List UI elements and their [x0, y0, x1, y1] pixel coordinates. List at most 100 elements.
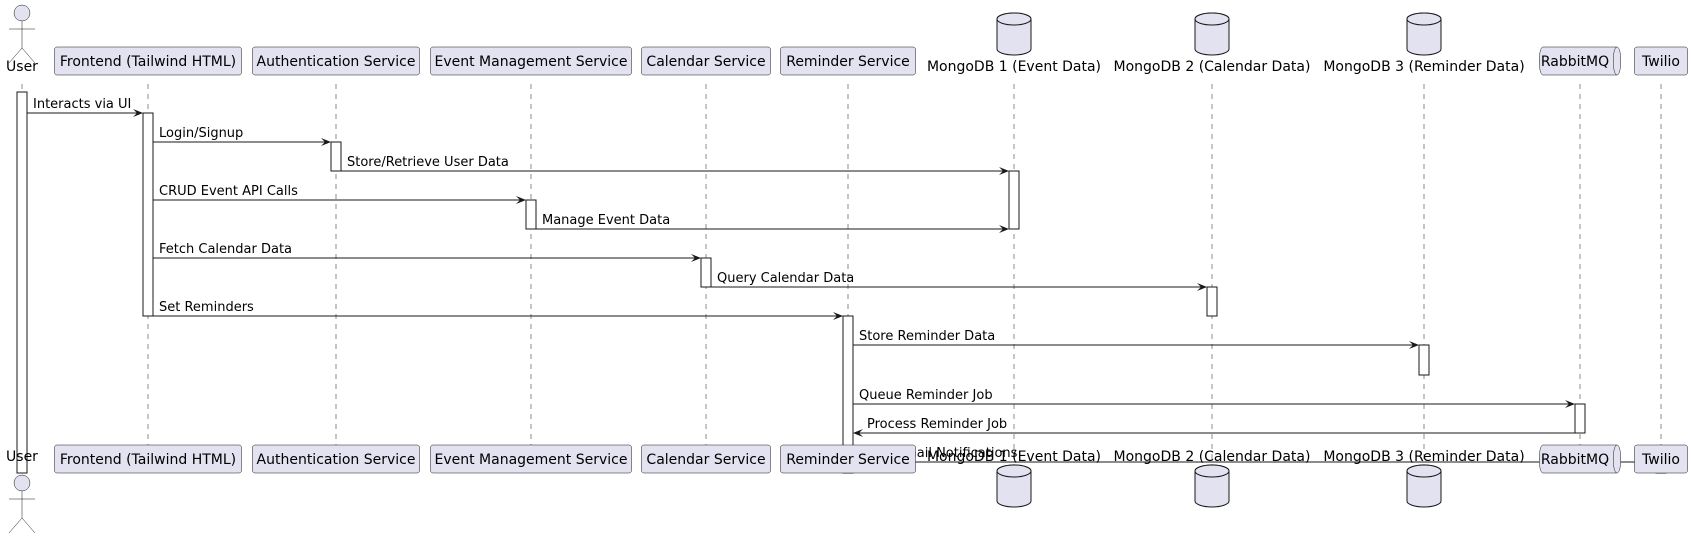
arrowhead [691, 254, 701, 262]
participant-calendar: Calendar Service [641, 444, 771, 474]
participant-label: Calendar Service [646, 452, 765, 468]
message-5: Manage Event Data [536, 213, 1009, 233]
participant-box [780, 444, 916, 474]
activation-rabbit [1574, 403, 1586, 434]
message-7: Query Calendar Data [711, 271, 1207, 291]
message-label: Queue Reminder Job [859, 388, 993, 403]
participant-user: User [6, 449, 38, 534]
participant-label: Event Management Service [435, 452, 628, 468]
participant-label: User [6, 449, 38, 465]
database-icon [996, 464, 1032, 508]
message-label: Store/Retrieve User Data [347, 155, 509, 170]
participant-rabbit: RabbitMQ [1539, 46, 1621, 76]
message-11: Process Reminder Job [853, 417, 1575, 437]
arrowhead [516, 196, 526, 204]
activation-mongo1 [1008, 170, 1020, 230]
message-label: CRUD Event API Calls [159, 184, 298, 199]
message-1: Interacts via UI [27, 97, 143, 117]
participant-label: RabbitMQ [1541, 54, 1609, 70]
activation-mongo2 [1206, 286, 1218, 317]
participant-label: Frontend (Tailwind HTML) [60, 54, 236, 70]
message-label: Process Reminder Job [867, 417, 1007, 432]
participant-label: MongoDB 3 (Reminder Data) [1323, 449, 1524, 465]
participant-calendar: Calendar Service [641, 46, 771, 76]
participant-events: Event Management Service [430, 444, 632, 474]
participant-box [1634, 46, 1688, 76]
message-label: Query Calendar Data [717, 271, 854, 286]
message-2: Login/Signup [153, 126, 331, 146]
participant-mongo3: MongoDB 3 (Reminder Data) [1323, 12, 1525, 75]
message-label: Manage Event Data [542, 213, 670, 228]
arrowhead [1197, 283, 1207, 291]
participant-rabbit: RabbitMQ [1539, 444, 1621, 474]
activation-user [16, 91, 28, 474]
participant-mongo2: MongoDB 2 (Calendar Data) [1114, 449, 1311, 508]
participant-box [54, 46, 242, 76]
arrowhead [1409, 341, 1419, 349]
participant-label: Reminder Service [786, 54, 910, 70]
participant-box [430, 46, 632, 76]
participant-user: User [6, 4, 38, 75]
participant-frontend: Frontend (Tailwind HTML) [54, 46, 242, 76]
database-icon [1406, 12, 1442, 56]
participant-mongo1: MongoDB 1 (Event Data) [927, 12, 1101, 75]
database-icon [1194, 12, 1230, 56]
participant-mongo2: MongoDB 2 (Calendar Data) [1114, 12, 1310, 75]
message-6: Fetch Calendar Data [153, 242, 701, 262]
participant-box [252, 46, 420, 76]
message-label: Interacts via UI [33, 97, 131, 112]
participants-bottom: User Frontend (Tailwind HTML) Authenticati… [6, 444, 1688, 534]
participant-label: Calendar Service [646, 54, 765, 70]
message-label: Set Reminders [159, 300, 254, 315]
message-label: Login/Signup [159, 126, 243, 141]
message-9: Store Reminder Data [853, 329, 1419, 349]
participant-label: Event Management Service [435, 54, 628, 70]
participant-label: Frontend (Tailwind HTML) [60, 452, 236, 468]
activation-calendar [700, 257, 712, 288]
participant-label: MongoDB 1 (Event Data) [927, 449, 1101, 465]
participant-label: Authentication Service [257, 452, 416, 468]
participant-box [1634, 444, 1688, 474]
participant-box [54, 444, 242, 474]
participant-box [641, 46, 771, 76]
participant-label: Twilio [1641, 54, 1680, 70]
database-icon [996, 12, 1032, 56]
activation-events [525, 199, 537, 230]
message-label: Fetch Calendar Data [159, 242, 292, 257]
participant-box [430, 444, 632, 474]
arrowhead [999, 167, 1009, 175]
message-8: Set Reminders [153, 300, 843, 320]
arrowhead [321, 138, 331, 146]
participant-frontend: Frontend (Tailwind HTML) [54, 444, 242, 474]
participant-label: MongoDB 2 (Calendar Data) [1114, 449, 1311, 465]
participant-label: Authentication Service [257, 54, 416, 70]
participant-auth: Authentication Service [252, 46, 420, 76]
arrowhead [999, 225, 1009, 233]
participant-reminder: Reminder Service [780, 46, 916, 76]
participant-label: RabbitMQ [1541, 452, 1609, 468]
participant-box [641, 444, 771, 474]
participants-top: User Frontend (Tailwind HTML) Authenticati… [6, 4, 1688, 76]
participant-mongo1: MongoDB 1 (Event Data) [927, 449, 1101, 508]
message-3: Store/Retrieve User Data [341, 155, 1009, 175]
participant-auth: Authentication Service [252, 444, 420, 474]
participant-reminder: Reminder Service [780, 444, 916, 474]
participant-label: Reminder Service [786, 452, 910, 468]
activation-mongo3 [1418, 344, 1430, 376]
participant-label: MongoDB 1 (Event Data) [927, 59, 1101, 75]
participant-events: Event Management Service [430, 46, 632, 76]
participant-box [780, 46, 916, 76]
messages: Interacts via UI Login/SignupStore/Retrie… [27, 97, 1656, 466]
database-icon [1406, 464, 1442, 508]
participant-label: Twilio [1641, 452, 1680, 468]
arrowhead [133, 109, 143, 117]
activation-auth [330, 141, 342, 172]
message-10: Queue Reminder Job [853, 388, 1575, 408]
arrowhead [1565, 400, 1575, 408]
participant-label: User [6, 59, 38, 75]
participant-label: MongoDB 3 (Reminder Data) [1323, 59, 1524, 75]
participant-twilio: Twilio [1634, 46, 1688, 76]
participant-mongo3: MongoDB 3 (Reminder Data) [1323, 449, 1525, 508]
arrowhead [833, 312, 843, 320]
